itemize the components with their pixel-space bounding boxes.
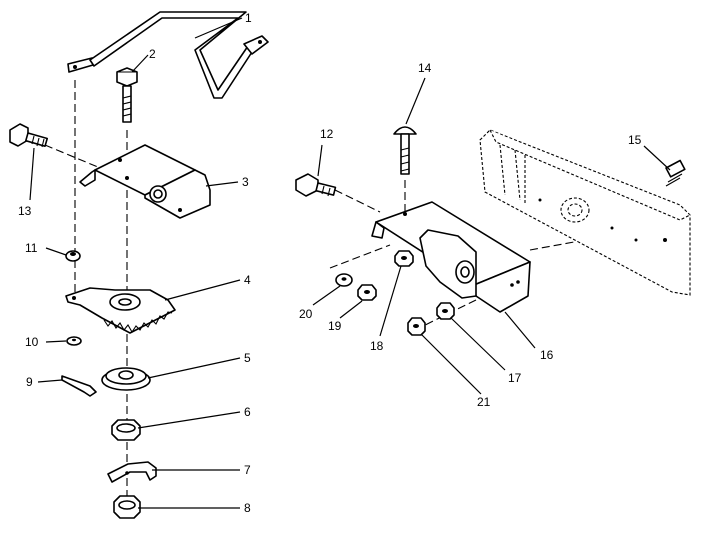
part-5-pulley bbox=[101, 367, 151, 391]
part-14-carriage-bolt bbox=[393, 126, 417, 175]
part-20-washer bbox=[335, 273, 353, 287]
part-7-clip bbox=[107, 461, 157, 483]
part-13-bolt bbox=[9, 123, 49, 148]
callout-2: 2 bbox=[149, 47, 156, 61]
callout-17: 17 bbox=[508, 371, 522, 385]
part-16-bracket bbox=[371, 201, 531, 313]
part-17-nut bbox=[436, 302, 455, 320]
callout-11: 11 bbox=[25, 241, 38, 255]
callout-3: 3 bbox=[242, 175, 249, 189]
callout-12: 12 bbox=[320, 127, 334, 141]
leader-lines bbox=[29, 17, 671, 509]
bolt-12-center-line bbox=[334, 189, 381, 213]
callout-15: 15 bbox=[628, 133, 642, 147]
part-21-nut bbox=[407, 317, 426, 336]
callout-1: 1 bbox=[245, 11, 252, 25]
callout-7: 7 bbox=[244, 463, 251, 477]
callout-10: 10 bbox=[25, 335, 39, 349]
callout-20: 20 bbox=[299, 307, 313, 321]
callout-14: 14 bbox=[418, 61, 432, 75]
callout-6: 6 bbox=[244, 405, 251, 419]
callout-labels: 1 2 3 4 5 6 7 8 9 10 11 12 13 14 15 16 1… bbox=[18, 11, 642, 515]
callout-13: 13 bbox=[18, 204, 32, 218]
bolt-13-center-line bbox=[44, 144, 106, 171]
part-3-mounting-plate bbox=[79, 144, 211, 219]
part-4-sector-gear bbox=[65, 287, 176, 334]
callout-18: 18 bbox=[370, 339, 384, 353]
callout-5: 5 bbox=[244, 351, 251, 365]
part-8-nut bbox=[113, 495, 141, 519]
part-19-nut bbox=[357, 284, 377, 301]
callout-4: 4 bbox=[244, 273, 251, 287]
part-10-washer bbox=[66, 336, 82, 346]
part-18-nut bbox=[394, 250, 414, 267]
part-12-bolt bbox=[295, 173, 337, 197]
part-9-cotter-pin bbox=[61, 375, 97, 397]
part-15-screw bbox=[665, 159, 686, 187]
callout-16: 16 bbox=[540, 348, 554, 362]
callout-21: 21 bbox=[477, 395, 491, 409]
part-11-nut bbox=[65, 250, 81, 262]
callout-19: 19 bbox=[328, 319, 342, 333]
callout-8: 8 bbox=[244, 501, 251, 515]
part-2-bolt bbox=[116, 67, 138, 123]
part-1-control-rod bbox=[67, 11, 269, 99]
part-15-mounting-panel bbox=[479, 129, 691, 296]
washer-20-line bbox=[329, 244, 391, 269]
callout-9: 9 bbox=[26, 375, 33, 389]
part-6-nut bbox=[111, 419, 141, 441]
